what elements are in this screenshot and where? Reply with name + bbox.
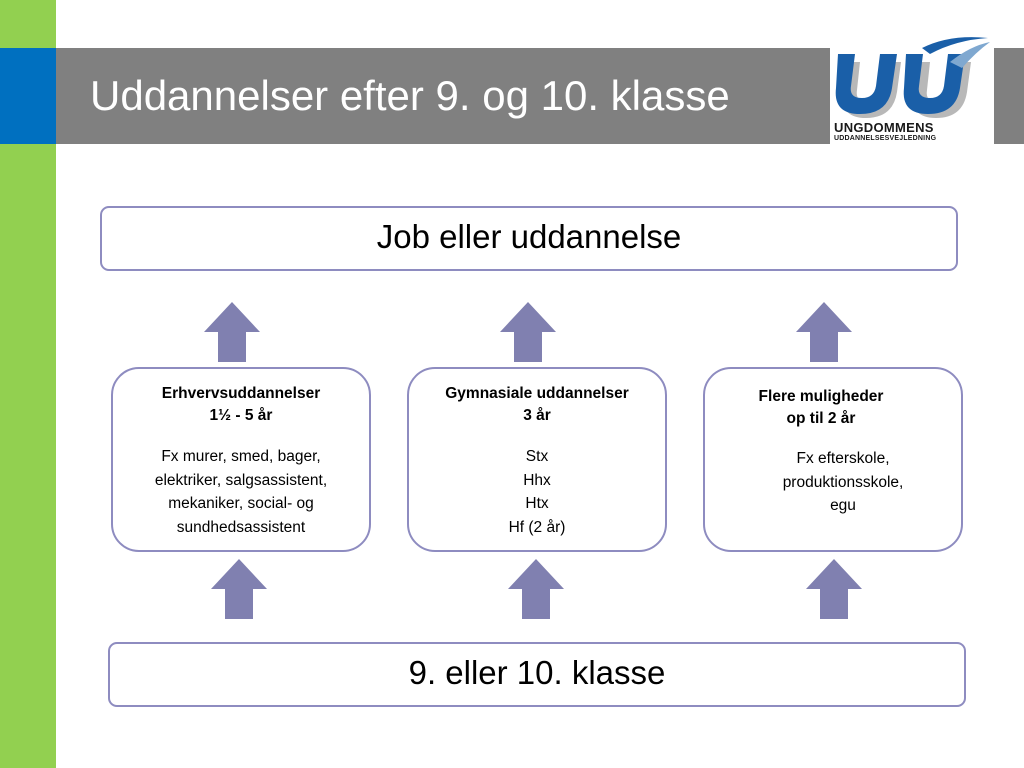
logo-text-sub: UDDANNELSESVEJLEDNING (834, 135, 937, 142)
card-body: Fx murer, smed, bager, elektriker, salgs… (113, 445, 369, 539)
card-body: Fx efterskole, produktionsskole, egu (713, 447, 973, 518)
up-arrow-icon (508, 559, 564, 619)
vocational-education-card: Erhvervsuddannelser 1½ - 5 år Fx murer, … (111, 367, 371, 552)
uu-logo-icon (835, 37, 990, 118)
logo-text-main: UNGDOMMENS (834, 120, 934, 135)
up-arrow-icon (204, 302, 260, 362)
card-body: Stx Hhx Htx Hf (2 år) (409, 445, 665, 539)
card-title-line: Flere muligheder (758, 388, 884, 405)
upper-secondary-card: Gymnasiale uddannelser 3 år Stx Hhx Htx … (407, 367, 667, 552)
grade-9-or-10-box: 9. eller 10. klasse (108, 642, 966, 707)
card-body-line: produktionsskole, (782, 473, 904, 491)
card-body-line: sundhedsassistent (176, 518, 306, 536)
uu-logo: UNGDOMMENS UDDANNELSESVEJLEDNING (830, 32, 994, 144)
card-duration: 3 år (523, 407, 551, 424)
card-body-line: Hf (2 år) (508, 518, 566, 536)
card-body-line: Fx murer, smed, bager, (161, 448, 321, 465)
card-title: Erhvervsuddannelser 1½ - 5 år (113, 383, 369, 427)
more-options-card: Flere muligheder op til 2 år Fx eftersko… (703, 367, 963, 552)
grade-9-or-10-label: 9. eller 10. klasse (408, 653, 666, 691)
up-arrow-icon (500, 302, 556, 362)
card-duration: op til 2 år (786, 410, 856, 427)
job-or-education-box: Job eller uddannelse (100, 206, 958, 271)
up-arrow-icon (211, 559, 267, 619)
card-body-line: egu (830, 497, 856, 514)
job-or-education-label: Job eller uddannelse (376, 217, 682, 255)
blue-accent-block (0, 48, 56, 144)
card-duration: 1½ - 5 år (209, 407, 273, 424)
card-body-line: Htx (525, 495, 549, 512)
card-title: Gymnasiale uddannelser 3 år (409, 383, 665, 427)
up-arrow-icon (806, 559, 862, 619)
card-body-line: Stx (525, 448, 549, 465)
card-title-line: Gymnasiale uddannelser (445, 385, 629, 402)
page-title: Uddannelser efter 9. og 10. klasse (90, 72, 730, 119)
card-body-line: mekaniker, social- og (168, 495, 314, 512)
card-title: Flere muligheder op til 2 år (691, 386, 951, 430)
card-title-line: Erhvervsuddannelser (161, 385, 321, 402)
card-body-line: elektriker, salgsassistent, (154, 471, 328, 489)
up-arrow-icon (796, 302, 852, 362)
card-body-line: Hhx (523, 471, 551, 489)
card-body-line: Fx efterskole, (796, 450, 890, 467)
